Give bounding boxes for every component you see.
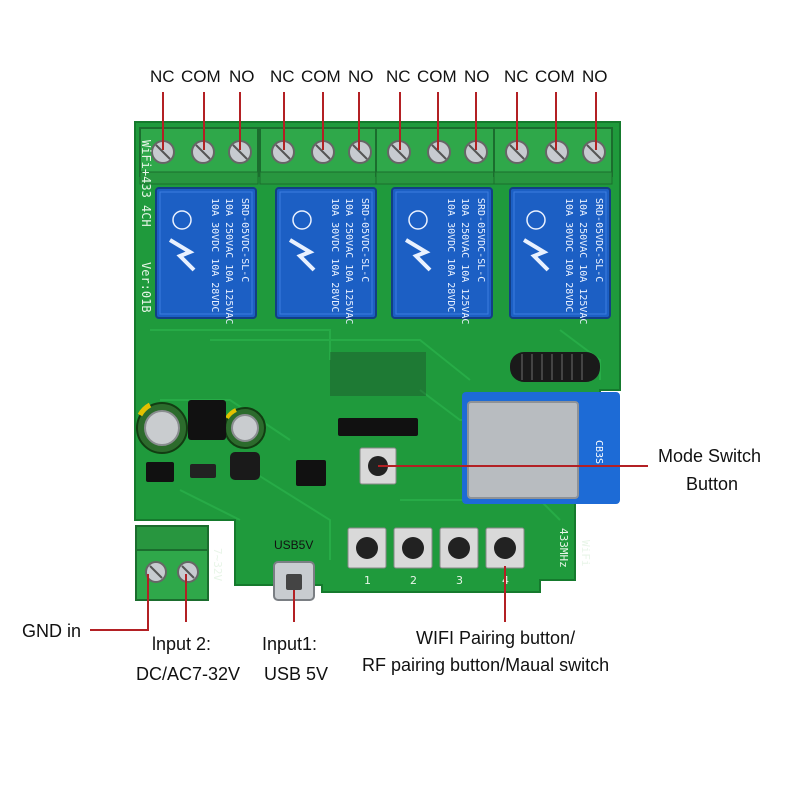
label-nc-3: NC — [386, 67, 411, 86]
relay-logo — [168, 238, 196, 272]
header-pins — [338, 418, 418, 436]
relay-rating-text: 10A 250VAC 10A 125VAC — [459, 198, 470, 324]
relay-rating-text: 10A 250VAC 10A 125VAC — [343, 198, 354, 324]
input1-label-1: Input1: — [262, 634, 317, 654]
label-nc-2: NC — [270, 67, 295, 86]
label-no-2: NO — [348, 67, 374, 86]
diode — [146, 462, 174, 482]
mode-switch-label-2: Button — [686, 474, 738, 494]
silk-model: WiFi+433 4CH — [139, 140, 153, 227]
label-nc-1: NC — [150, 67, 175, 86]
relay-model-text: SRD-05VDC-SL-C — [475, 198, 486, 282]
usb-regulator — [296, 460, 326, 486]
input2-label-1: lnput 2: — [152, 634, 211, 654]
label-com-1: COM — [181, 67, 221, 86]
silk-version: Ver:01B — [139, 262, 153, 313]
input1-label-2: USB 5V — [264, 664, 328, 684]
pairing-button-2[interactable] — [393, 527, 433, 569]
relay-model-text: SRD-05VDC-SL-C — [359, 198, 370, 282]
cqc-mark — [526, 210, 546, 230]
label-no-4: NO — [582, 67, 608, 86]
button-number: 1 — [364, 574, 371, 587]
top-labels: NC COM NO NC COM NO NC COM NO NC COM NO — [150, 67, 608, 86]
button-number: 3 — [456, 574, 463, 587]
label-no-3: NO — [464, 67, 490, 86]
relay-logo — [404, 238, 432, 272]
wifi-module-label: CB3S — [593, 440, 604, 464]
relay-rating-text: 10A 30VDC 10A 28VDC — [329, 198, 340, 312]
pairing-label-1: WIFI Pairing button/ — [416, 628, 575, 648]
electrolytic-capacitor-left — [136, 402, 188, 454]
regulator-ic — [188, 400, 226, 440]
electrolytic-capacitor-right — [224, 407, 266, 449]
relay-rating-text: 10A 30VDC 10A 28VDC — [209, 198, 220, 312]
relay-terminal-blocks — [139, 127, 613, 185]
relay-rating-text: 10A 250VAC 10A 125VAC — [577, 198, 588, 324]
wifi-module: CB3S — [462, 392, 620, 504]
relay-model-text: SRD-05VDC-SL-C — [593, 198, 604, 282]
relay-rating-text: 10A 250VAC 10A 125VAC — [223, 198, 234, 324]
terminal-screw[interactable] — [582, 140, 606, 164]
silk-usb: USB5V — [274, 538, 313, 552]
power-terminal-block — [135, 525, 209, 601]
transistor-array — [330, 352, 426, 396]
mode-switch-label-1: Mode Switch — [658, 446, 761, 466]
relay-rating-text: 10A 30VDC 10A 28VDC — [445, 198, 456, 312]
label-com-4: COM — [535, 67, 575, 86]
silk-wifi: WiFi — [579, 540, 592, 567]
cqc-mark — [172, 210, 192, 230]
terminal-block-2 — [259, 127, 379, 185]
terminal-screw[interactable] — [271, 140, 295, 164]
rf-antenna-coil — [510, 352, 600, 382]
label-no-1: NO — [229, 67, 255, 86]
label-nc-4: NC — [504, 67, 529, 86]
cqc-mark — [292, 210, 312, 230]
button-number: 2 — [410, 574, 417, 587]
callout-lines — [90, 92, 648, 631]
relay-logo — [522, 238, 550, 272]
gnd-in-label: GND in — [22, 621, 81, 641]
cqc-mark — [408, 210, 428, 230]
silk-433: 433MHz — [557, 528, 570, 568]
label-com-3: COM — [417, 67, 457, 86]
terminal-block-1 — [139, 127, 259, 185]
relay-model-text: SRD-05VDC-SL-C — [239, 198, 250, 282]
pairing-button-3[interactable] — [439, 527, 479, 569]
pairing-button-4[interactable] — [485, 527, 525, 569]
inductor — [230, 452, 260, 480]
relay-logo — [288, 238, 316, 272]
pairing-label-2: RF pairing button/Maual switch — [362, 655, 609, 675]
terminal-block-4 — [493, 127, 613, 185]
silk-power: 7~32V — [211, 548, 224, 581]
input2-label-2: DC/AC7-32V — [136, 664, 240, 684]
usb-port[interactable] — [273, 561, 315, 601]
relay-rating-text: 10A 30VDC 10A 28VDC — [563, 198, 574, 312]
label-com-2: COM — [301, 67, 341, 86]
fuse — [190, 464, 216, 478]
pairing-button-1[interactable] — [347, 527, 387, 569]
